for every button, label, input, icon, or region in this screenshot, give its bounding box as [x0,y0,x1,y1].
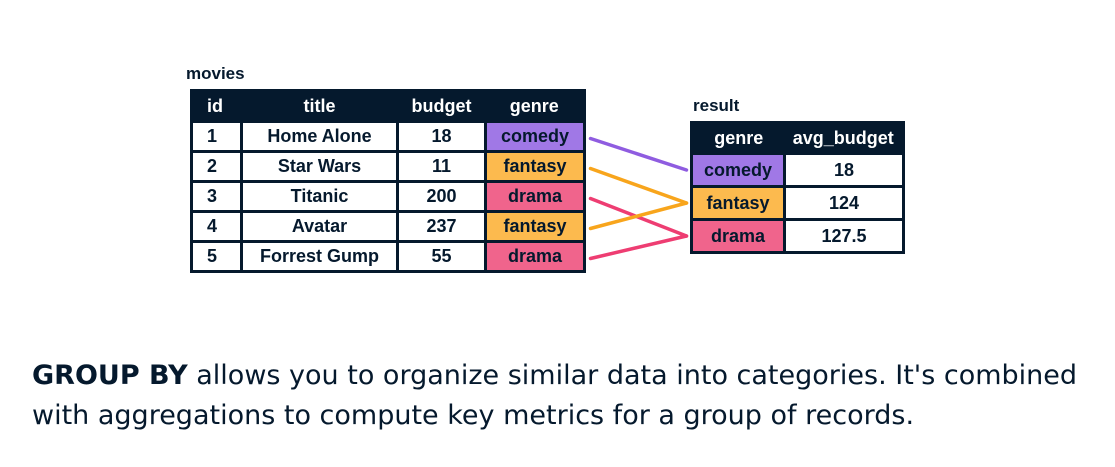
table-row: 3 Titanic 200 drama [190,180,586,213]
column-header-title: title [303,95,336,116]
column-header-genre: genre [509,95,559,116]
table-row: 5 Forrest Gump 55 drama [190,240,586,273]
cell-id: 3 [190,180,243,213]
cell-genre: drama [484,240,586,273]
result-header-row: genre avg_budget [692,123,904,154]
table-row: comedy 18 [690,152,905,188]
cell-budget: 55 [396,240,487,273]
caption-text: GROUP BY allows you to organize similar … [32,356,1092,436]
cell-title: Star Wars [240,150,399,183]
connector-line-fantasy [588,201,689,231]
movies-header-row: id title budget genre [192,91,585,122]
table-row: fantasy 124 [690,185,905,221]
cell-budget: 18 [396,120,487,153]
cell-avg-budget: 18 [783,152,905,188]
cell-genre: comedy [690,152,786,188]
connector-line-fantasy [588,166,689,205]
cell-avg-budget: 124 [783,185,905,221]
cell-title: Avatar [240,210,399,243]
column-header-id: id [207,95,223,116]
cell-budget: 200 [396,180,487,213]
table-row: 1 Home Alone 18 comedy [190,120,586,153]
cell-genre: fantasy [484,150,586,183]
movies-table: id title budget genre 1 Home Alone 18 co… [190,89,586,273]
table-row: 4 Avatar 237 fantasy [190,210,586,243]
cell-genre: drama [690,218,786,254]
result-table: genre avg_budget comedy 18 fantasy 124 d… [690,121,905,254]
cell-title: Forrest Gump [240,240,399,273]
column-header-genre: genre [714,127,764,148]
cell-budget: 237 [396,210,487,243]
cell-genre: comedy [484,120,586,153]
cell-genre: drama [484,180,586,213]
caption-keyword: GROUP BY [32,360,188,391]
cell-budget: 11 [396,150,487,183]
column-header-budget: budget [411,95,472,116]
cell-id: 5 [190,240,243,273]
connector-line-drama [588,234,689,261]
cell-genre: fantasy [484,210,586,243]
table-row: drama 127.5 [690,218,905,254]
connector-line-comedy [588,136,689,172]
cell-id: 4 [190,210,243,243]
cell-id: 2 [190,150,243,183]
table-row: 2 Star Wars 11 fantasy [190,150,586,183]
cell-avg-budget: 127.5 [783,218,905,254]
result-table-label: result [693,96,740,115]
caption-body: allows you to organize similar data into… [32,360,1078,431]
cell-genre: fantasy [690,185,786,221]
cell-title: Titanic [240,180,399,213]
movies-table-label: movies [186,64,245,83]
column-header-avg-budget: avg_budget [792,127,894,148]
cell-id: 1 [190,120,243,153]
cell-title: Home Alone [240,120,399,153]
connector-line-drama [588,196,689,238]
